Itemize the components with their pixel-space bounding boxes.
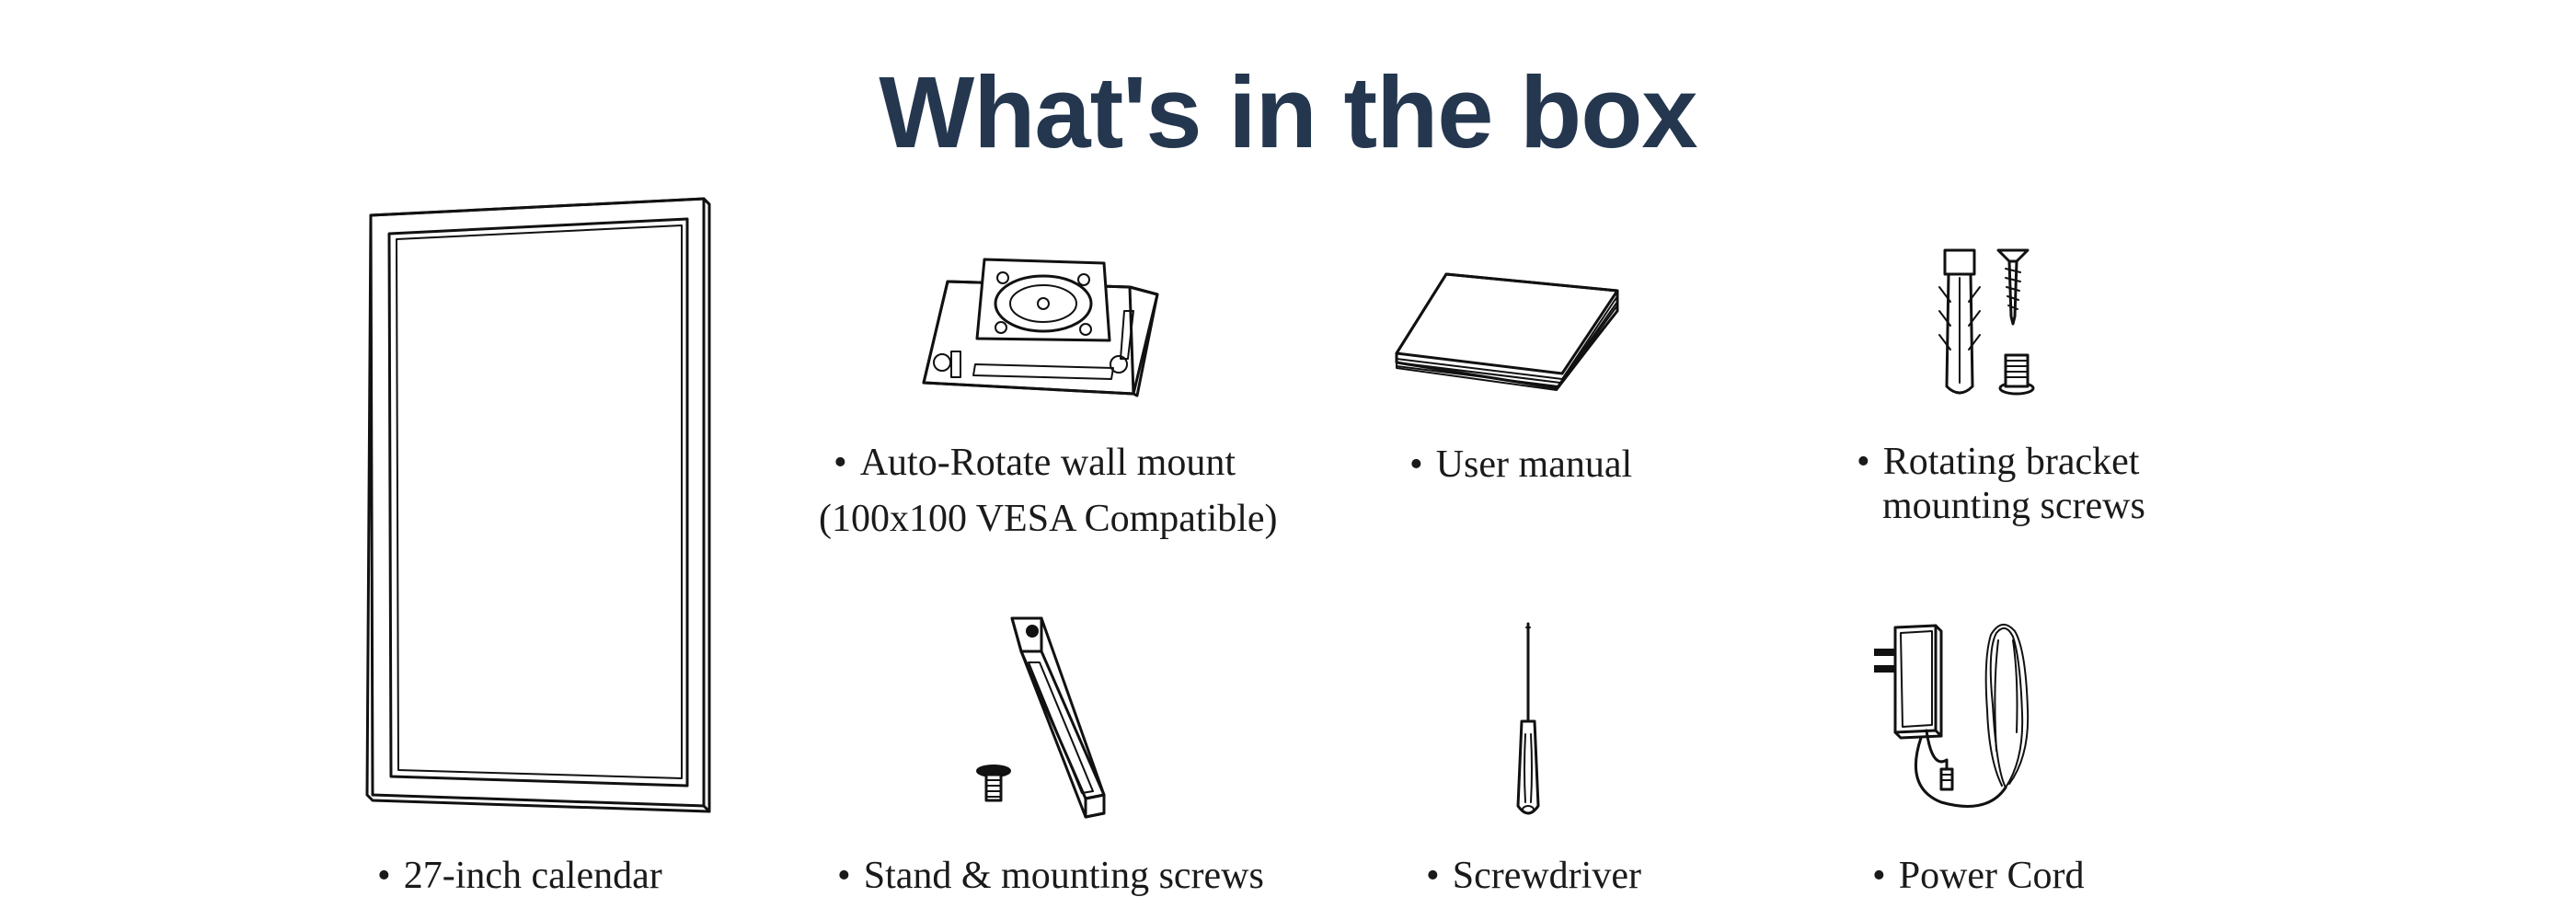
screws-anchor-icon bbox=[1932, 247, 2042, 399]
item-caption-wall-mount: Auto-Rotate wall mount (100x100 VESA Com… bbox=[819, 438, 1278, 544]
item-caption-power-cord: Power Cord bbox=[1872, 851, 2085, 902]
item-caption-calendar: 27-inch calendar bbox=[377, 851, 662, 902]
booklet-icon bbox=[1391, 270, 1621, 392]
caption-line: Stand & mounting screws bbox=[837, 851, 1264, 902]
power-adapter-icon bbox=[1868, 622, 2033, 813]
display-panel-icon bbox=[363, 195, 713, 813]
caption-line: Rotating bracket bbox=[1857, 440, 2145, 484]
wall-mount-plate-icon bbox=[920, 256, 1159, 401]
item-caption-bracket-screws: Rotating bracket mounting screws bbox=[1857, 440, 2145, 529]
caption-line: User manual bbox=[1409, 440, 1632, 490]
caption-line: Power Cord bbox=[1872, 851, 2085, 902]
caption-line: Auto-Rotate wall mount bbox=[819, 438, 1278, 489]
item-caption-manual: User manual bbox=[1409, 440, 1632, 490]
item-caption-stand: Stand & mounting screws bbox=[837, 851, 1264, 902]
caption-line: (100x100 VESA Compatible) bbox=[819, 497, 1278, 540]
caption-line: Screwdriver bbox=[1426, 851, 1641, 902]
caption-line: mounting screws bbox=[1882, 485, 2145, 528]
stand-leg-icon bbox=[975, 615, 1113, 819]
page-title: What's in the box bbox=[879, 56, 1697, 169]
item-caption-screwdriver: Screwdriver bbox=[1426, 851, 1641, 902]
caption-line: 27-inch calendar bbox=[377, 851, 662, 902]
screwdriver-icon bbox=[1514, 622, 1542, 819]
